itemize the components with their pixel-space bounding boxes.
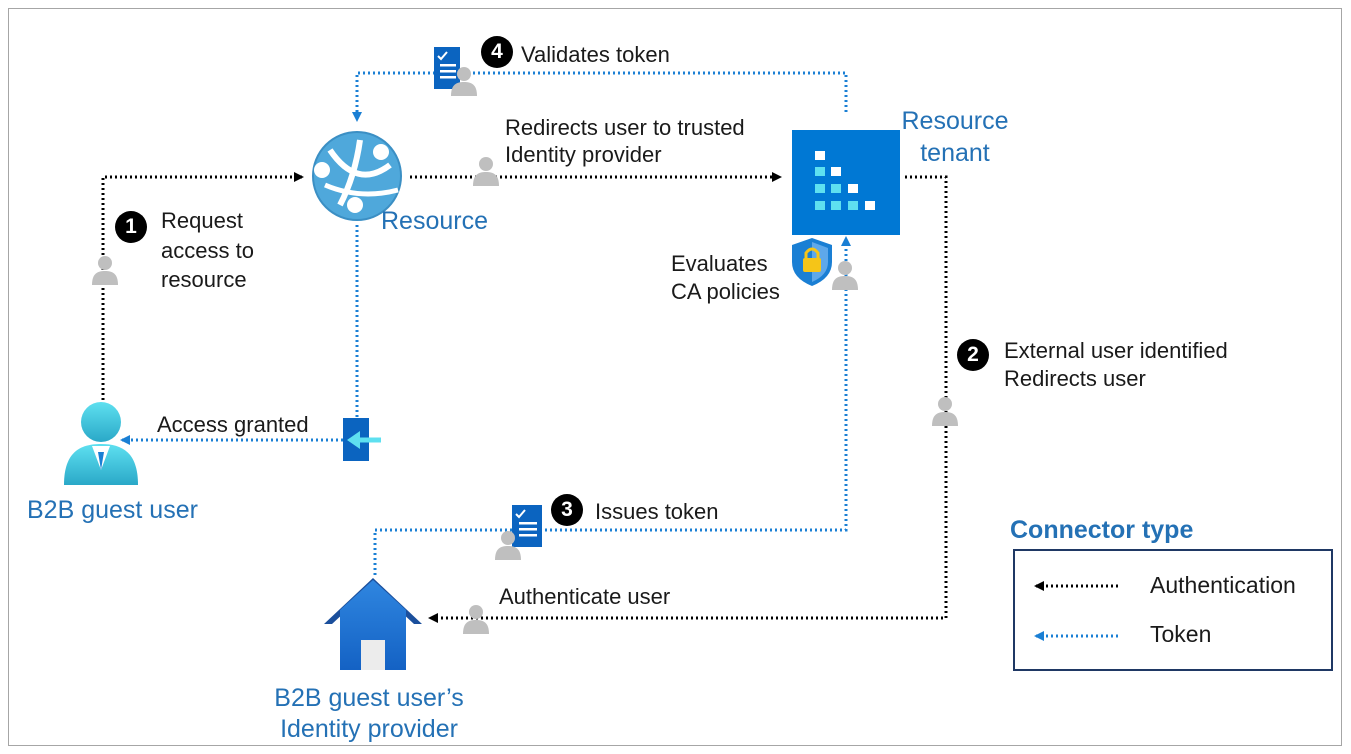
evaluate-label-line1: Evaluates [671, 251, 768, 276]
evaluate-label-line2: CA policies [671, 279, 780, 304]
resource-label: Resource [381, 207, 488, 235]
token-connector-issue [373, 236, 851, 575]
redirect-label-line1: Redirects user to trusted [505, 115, 745, 140]
step-4-label: Validates token [521, 42, 670, 67]
identity-provider-label-line2: Identity provider [280, 715, 458, 743]
step-1-label-line3: resource [161, 267, 247, 292]
diagram-frame [8, 8, 1342, 746]
step-badge-2: 2 [957, 339, 989, 371]
access-granted-label: Access granted [157, 412, 309, 437]
step-3-label: Issues token [595, 499, 719, 524]
step-1-label-line1: Request [161, 208, 243, 233]
step-2-label-line2: Redirects user [1004, 366, 1146, 391]
step-badge-4: 4 [481, 36, 513, 68]
person-icon [92, 256, 118, 285]
legend-item-authentication: Authentication [1150, 572, 1296, 598]
auth-connector-request [101, 172, 304, 400]
person-icon [473, 157, 499, 186]
step-2-label-line1: External user identified [1004, 338, 1228, 363]
legend-item-token: Token [1150, 621, 1212, 647]
resource-tenant-label-line2: tenant [920, 139, 990, 167]
sign-in-icon [343, 418, 381, 461]
authenticate-user-label: Authenticate user [499, 584, 671, 609]
step-badge-3: 3 [551, 494, 583, 526]
shield-lock-icon [792, 238, 832, 286]
home-icon [324, 578, 422, 670]
step-1-label-line2: access to [161, 238, 254, 263]
token-document-icon [512, 505, 542, 547]
token-document-icon [434, 47, 460, 89]
user-icon [64, 402, 138, 485]
web-app-globe-icon [312, 131, 402, 221]
token-connectors [120, 71, 851, 575]
guest-user-label: B2B guest user [27, 496, 198, 524]
resource-tenant-label-line1: Resource [901, 107, 1009, 135]
legend-title: Connector type [1010, 516, 1194, 544]
legend-box [1013, 549, 1333, 671]
token-connector-validate [352, 71, 848, 122]
identity-provider-label-line1: B2B guest user’s [274, 684, 464, 712]
tenant-building-icon [792, 130, 900, 235]
step-badge-1: 1 [115, 211, 147, 243]
redirect-label-line2: Identity provider [505, 142, 662, 167]
